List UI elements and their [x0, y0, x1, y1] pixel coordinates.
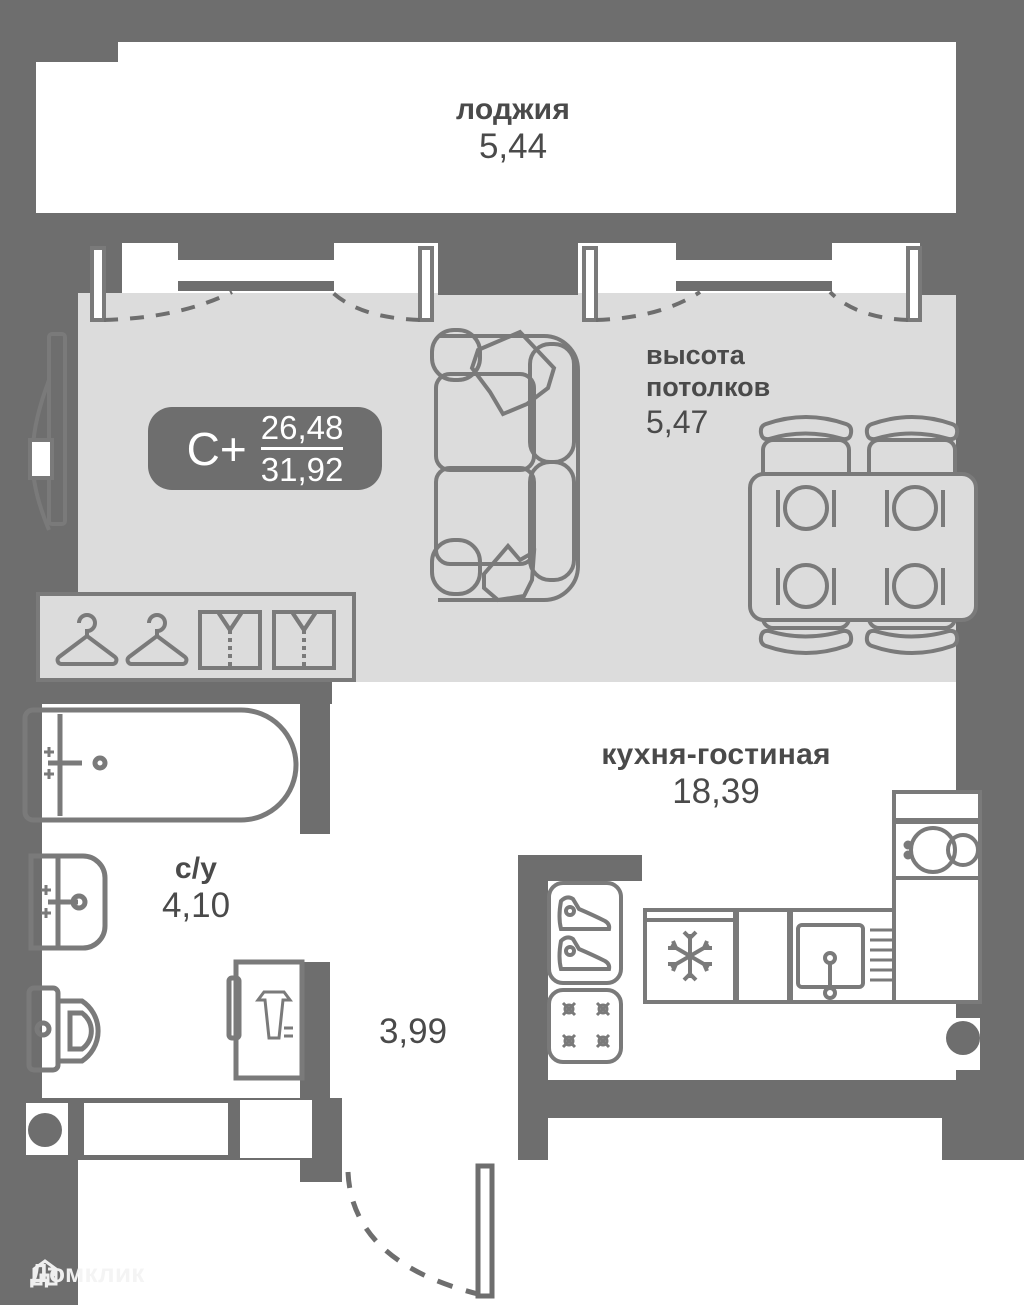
- room-label-kitchen: кухня-гостиная 18,39: [601, 738, 830, 811]
- area-living: 26,48: [260, 409, 344, 446]
- ceiling-line-2: потолков: [646, 371, 771, 402]
- shirt-icon: [198, 610, 262, 670]
- washbasin: [28, 853, 108, 951]
- hall-area: 3,99: [378, 1012, 448, 1051]
- bath-name: с/у: [174, 852, 218, 885]
- kitchen-area: 18,39: [672, 771, 760, 811]
- kitchen-units: [643, 790, 982, 1004]
- shoe-icon: [557, 935, 612, 971]
- ventilation-shafts: [26, 1018, 980, 1160]
- sofa: [430, 328, 580, 603]
- room-label-hall: 3,99: [379, 1012, 447, 1051]
- apartment-class: C+: [186, 422, 247, 475]
- washing-machine: [226, 959, 305, 1081]
- balcony-doors[interactable]: [90, 238, 922, 322]
- watermark: Домклик: [30, 1258, 145, 1289]
- fraction-bar: [260, 447, 344, 450]
- ceiling-line-1: высота: [646, 340, 745, 370]
- area-fraction: 26,48 31,92: [260, 409, 344, 488]
- shirt-icon: [272, 610, 336, 670]
- bathtub: [22, 707, 299, 823]
- hanger-icon: [55, 613, 119, 666]
- dining-set: [748, 415, 978, 655]
- domclick-logo-icon: [32, 1259, 58, 1286]
- shoe-cabinet: [547, 881, 623, 985]
- entry-door[interactable]: [345, 1163, 495, 1299]
- area-total: 31,92: [260, 451, 344, 488]
- snowflake-icon: [668, 930, 712, 982]
- loggia-area: 5,44: [478, 126, 548, 166]
- room-label-loggia: лоджия 5,44: [456, 93, 570, 166]
- bath-area: 4,10: [161, 885, 231, 925]
- area-badge: C+ 26,48 31,92: [148, 407, 382, 490]
- hanger-icon: [125, 613, 189, 666]
- shoe-icon: [557, 895, 612, 931]
- cooktop-icon: [547, 988, 623, 1064]
- wardrobe: [36, 592, 356, 682]
- loggia-name: лоджия: [455, 93, 571, 126]
- room-label-bath: с/у 4,10: [162, 852, 230, 925]
- ceiling-height-note: высота потолков 5,47: [646, 340, 770, 441]
- kitchen-name: кухня-гостиная: [601, 738, 831, 771]
- ceiling-value: 5,47: [646, 403, 709, 440]
- toilet: [26, 985, 101, 1073]
- tv-panel: [28, 332, 67, 531]
